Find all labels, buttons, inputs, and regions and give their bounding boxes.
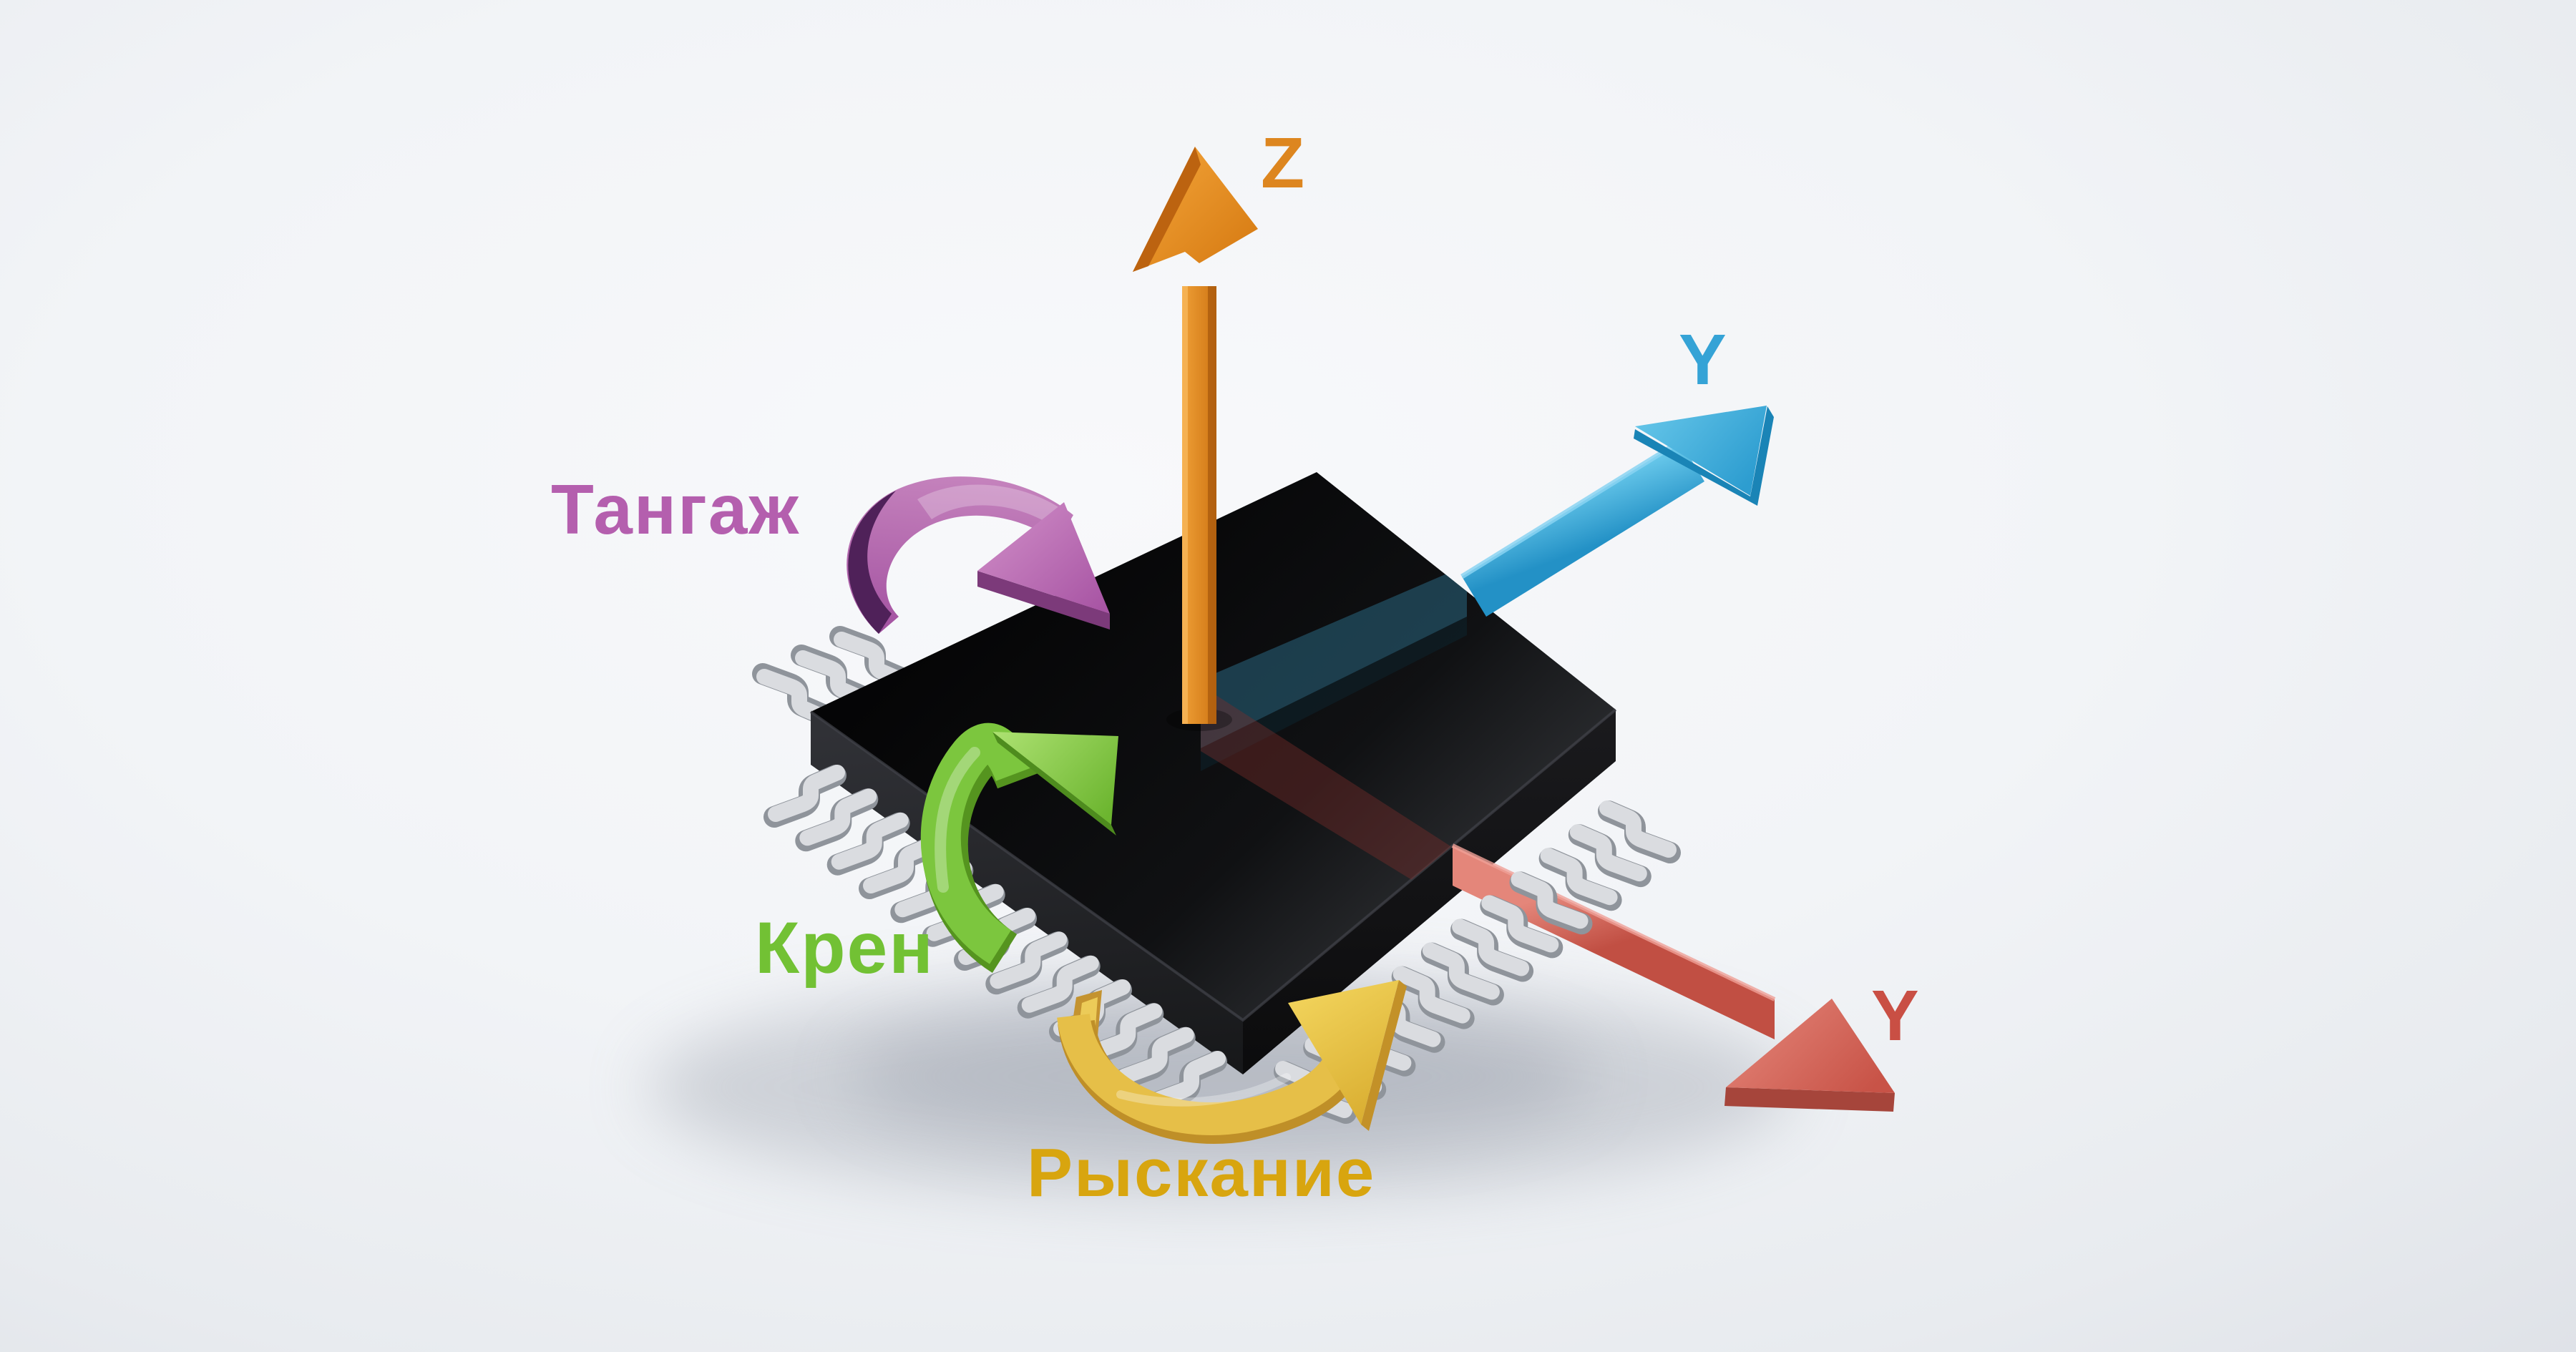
- yaw-band-sheen: [1116, 1073, 1291, 1107]
- pitch-head-face: [977, 502, 1110, 614]
- yaw-band: [1057, 1013, 1355, 1135]
- pitch-rotation-arrow: [847, 476, 1110, 634]
- red-head-face: [1726, 999, 1895, 1093]
- blue-band-edge: [1201, 617, 1467, 771]
- chip: [763, 472, 1617, 1074]
- yaw-head-face: [1288, 980, 1399, 1125]
- blue-band: [1201, 565, 1467, 748]
- roll-band: [920, 722, 1034, 964]
- pitch-band-sheen: [917, 484, 1066, 529]
- red-band: [1201, 685, 1454, 906]
- z-axis-arrow: [1133, 147, 1258, 724]
- y-axis-arrow-blue: [1460, 406, 1774, 617]
- blue-shaft: [1462, 441, 1704, 617]
- red-head-underside: [1724, 1087, 1895, 1112]
- yaw-rotation-arrow: [1057, 980, 1407, 1144]
- roll-head-face: [992, 732, 1118, 825]
- roll-band-sheen: [935, 747, 980, 893]
- chip-front-left-face: [811, 712, 1243, 1074]
- pitch-band: [847, 476, 1073, 634]
- y-axis-arrowhead-red: [1724, 999, 1895, 1112]
- y-axis-label-blue: Y: [1679, 320, 1728, 400]
- chip-front-right-face: [1243, 710, 1616, 1074]
- z-axis-label: Z: [1261, 123, 1306, 203]
- z-head-bevel: [1133, 147, 1201, 272]
- roll-label: Крен: [755, 907, 935, 989]
- blue-shaft-highlight: [1460, 439, 1682, 579]
- yaw-head-underside: [1361, 980, 1407, 1131]
- red-shaft-highlight: [1451, 843, 1776, 1001]
- yaw-label: Рыскание: [1027, 1135, 1375, 1211]
- chip-top-face: [811, 472, 1616, 1020]
- y-axis-label-red: Y: [1871, 976, 1921, 1056]
- blue-head-face: [1635, 406, 1767, 496]
- roll-head-underside: [992, 732, 1116, 836]
- pitch-band-underside: [848, 491, 896, 634]
- pitch-head-underside: [977, 571, 1110, 630]
- roll-rotation-arrow: [920, 722, 1118, 974]
- z-shaft-dark-edge: [1208, 286, 1216, 724]
- pitch-label: Тангаж: [551, 470, 800, 549]
- z-head-face: [1133, 147, 1258, 272]
- z-shaft-light-edge: [1182, 286, 1188, 724]
